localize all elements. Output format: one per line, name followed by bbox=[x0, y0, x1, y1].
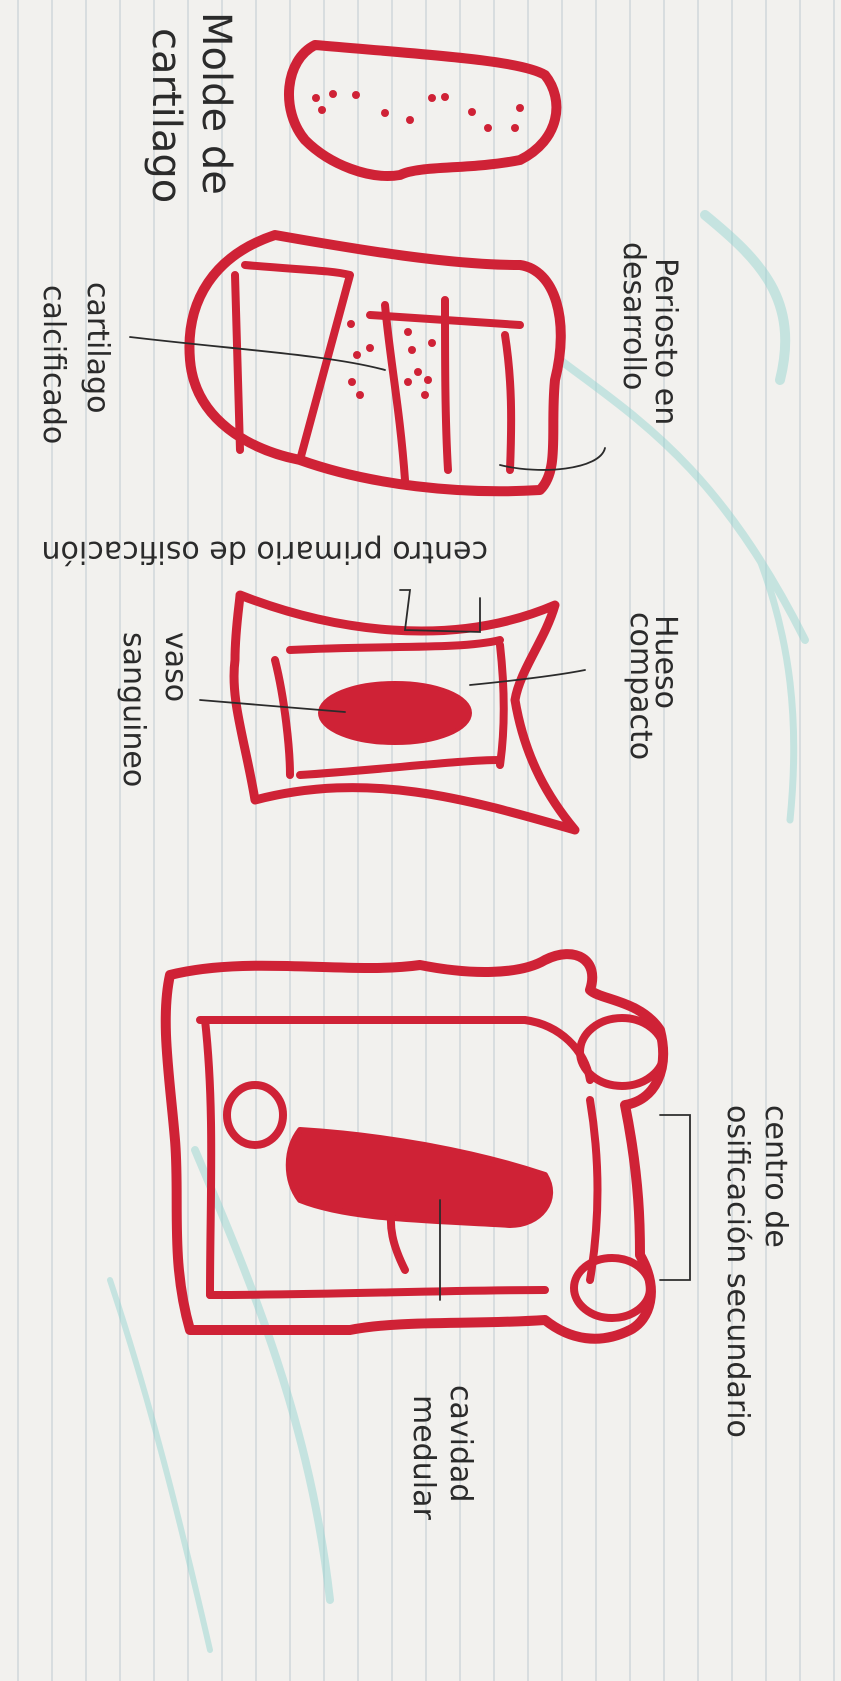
label-molde-line2: cartilago bbox=[146, 28, 186, 203]
label-cartilago-line2: calcificado bbox=[38, 285, 68, 444]
label-centro-secundario-line1: centro de bbox=[760, 1105, 790, 1248]
label-cavidad-line1: cavidad bbox=[445, 1385, 475, 1502]
label-molde-line1: Molde de bbox=[196, 12, 236, 195]
secondary-ossification-drawing bbox=[166, 954, 664, 1339]
label-cartilago-line1: cartilago bbox=[82, 282, 112, 413]
label-vaso-line1: vaso bbox=[160, 632, 190, 702]
label-cavidad-line2: medular bbox=[408, 1395, 438, 1520]
label-hueso-line2: compacto bbox=[625, 612, 655, 760]
label-periosto-line1: Periosto en bbox=[650, 258, 680, 425]
label-centro-primario: centro primario de osificación bbox=[42, 536, 489, 566]
label-vaso-line2: sanguineo bbox=[118, 632, 148, 787]
label-centro-secundario-line2: osificación secundario bbox=[722, 1105, 752, 1438]
label-periosto-line2: desarrollo bbox=[618, 242, 648, 390]
cartilage-model-drawing bbox=[289, 45, 556, 176]
periosteum-stage-drawing bbox=[189, 235, 560, 491]
